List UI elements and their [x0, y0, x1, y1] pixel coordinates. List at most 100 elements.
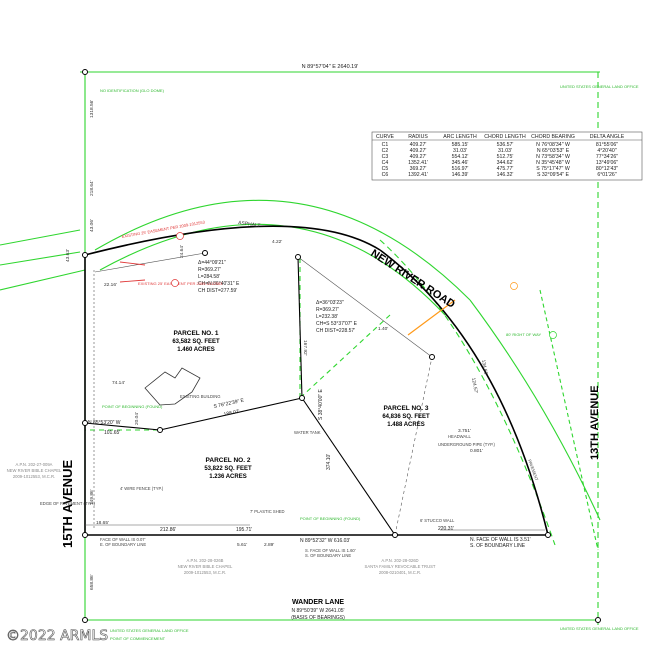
secondary-lines — [85, 252, 545, 536]
easement-b — [119, 279, 146, 283]
apn2-doc: 2009-1012553, M.C.R. — [184, 570, 226, 575]
curve-table-cell: N 76°08'34" W — [536, 142, 570, 148]
green-callouts: NO IDENTIFICATION (GLO DOME) UNITED STAT… — [100, 84, 639, 641]
chord-2 — [297, 256, 433, 358]
dim-0801: 0.801' — [470, 448, 483, 454]
curve-1-line: L=284.58' — [198, 274, 220, 280]
parcel-2-label: PARCEL NO. 2 53,822 SQ. FEET 1.236 ACRES — [204, 457, 252, 480]
adjoiners: A.P.N. 202-27-009A NEW RIVER BIBLE CHAPE… — [7, 462, 436, 575]
street-15th-avenue: 15TH AVENUE — [60, 460, 75, 548]
note-headwall: HEADWALL — [448, 434, 472, 439]
callout-row-width: 80' RIGHT OF WAY — [506, 332, 541, 337]
dim-16792: 167.92' — [302, 340, 308, 356]
apn3-owner: SANTA FAMILY REVOCABLE TRUST — [365, 564, 436, 569]
curve-1-line: R=369.27' — [198, 267, 221, 273]
apn3-doc: 2008-0210401, M.C.R. — [379, 570, 421, 575]
dim-7414: 74.14' — [112, 380, 125, 386]
curve-2-line: L=232.38' — [316, 314, 338, 320]
west-ext-c — [0, 269, 86, 291]
curve-table-cell: 409.27' — [410, 148, 427, 154]
curve-table-cell: C2 — [382, 148, 389, 154]
th-delta: DELTA ANGLE — [590, 134, 625, 140]
curve-table-cell: N 65°03'53" E — [537, 148, 570, 154]
curve-table-cell: 554.12' — [452, 154, 469, 160]
dimensions: 1318.56' 218.64' 43.06' 43.63' 22.16' 74… — [65, 100, 489, 590]
monument — [82, 69, 88, 75]
th-bearing: CHORD BEARING — [531, 134, 575, 140]
curve-1-line: CH DIST=277.59' — [198, 288, 237, 294]
curve-table-cell: 31.03' — [498, 148, 512, 154]
line-p1-east — [297, 256, 303, 399]
dim-14986: 149.86' — [89, 489, 95, 505]
apn3: A.P.N. 202-28-026D — [381, 558, 418, 563]
monument — [295, 254, 301, 260]
parcel-2-sqft: 53,822 SQ. FEET — [204, 466, 252, 472]
dim-2004: 20.04' — [134, 412, 140, 425]
monument — [157, 427, 163, 433]
street-wander-lane: WANDER LANE — [292, 599, 344, 606]
note-edge-pavement: EDGE OF PAVEMENT (TYP.) — [40, 501, 96, 506]
note-face-wall-w: FACE OF WALL IS 0.07' — [100, 537, 146, 542]
th-curve: CURVE — [376, 134, 395, 140]
curve-2-line: CH DIST=228.57' — [316, 328, 355, 334]
line-p1-p2 — [159, 397, 303, 431]
dim-422: 4.22' — [272, 239, 282, 245]
top-bearing: N 89°57'04" E 2640.19' — [302, 64, 359, 70]
note-existing-building: EXISTING BUILDING — [180, 394, 221, 399]
monument — [82, 420, 88, 426]
th-arc: ARC LENGTH — [443, 134, 477, 140]
curve-table-cell: 475.77' — [497, 166, 514, 172]
curve-table-cell: 31.03' — [453, 148, 467, 154]
boundary-east-curve — [379, 249, 549, 536]
curve-table-cell: C4 — [382, 160, 389, 166]
curve-1-line: Δ=44°09'21" — [198, 260, 226, 266]
dim-289: 2.89' — [264, 542, 274, 548]
parcel-3-sqft: 64,836 SQ. FEET — [382, 414, 430, 420]
existing-building — [144, 367, 201, 406]
easement-a — [119, 261, 146, 266]
curve-table-cell: N 35°45'48" W — [536, 160, 570, 166]
note-water-tank: WATER TANK — [294, 430, 321, 435]
line-west-seg — [84, 422, 161, 431]
parcel-2-acres: 1.236 ACRES — [209, 474, 246, 480]
face-wall: N. FACE OF WALL IS 3.51' — [470, 537, 531, 543]
monument — [202, 250, 208, 256]
dim-43: 43.06' — [89, 219, 95, 232]
bearing-p1-p2-len: 188.07' — [223, 409, 240, 418]
bearing-west-seg-len: 101.65' — [104, 430, 120, 436]
site-notes: EXISTING BUILDING WATER TANK 7' PLASTIC … — [40, 394, 540, 558]
bearing-west-seg: N 85°53'20" W — [88, 420, 121, 426]
curve-2-line: Δ=36°03'23" — [316, 300, 344, 306]
curve-table-cell: 146.32' — [497, 172, 514, 178]
monuments — [82, 69, 601, 623]
monument — [82, 532, 88, 538]
monument — [545, 532, 551, 538]
dim-561: 5.61' — [237, 542, 247, 548]
row-dedication-line — [407, 299, 456, 336]
curve-table: CURVE RADIUS ARC LENGTH CHORD LENGTH CHO… — [371, 131, 643, 181]
parcel-3-name: PARCEL NO. 3 — [384, 405, 429, 412]
curve-table-cell: 4°20'40" — [597, 148, 616, 154]
curve-table-cell: C5 — [382, 166, 389, 172]
dim-2464: 24.64' — [179, 245, 185, 258]
monument — [82, 252, 88, 258]
curve-2-line: CH=S 53°37'07" E — [316, 321, 358, 327]
row-line-a — [94, 199, 471, 301]
dim-bottom-a: 212.86' — [160, 527, 176, 533]
apn1: A.P.N. 202-27-009A — [16, 462, 53, 467]
row-line-c — [469, 299, 601, 521]
curve-1-data: Δ=44°09'21" R=369.27' L=284.58' CH=N 86°… — [198, 260, 240, 294]
curve-table-cell: 1392.41' — [408, 172, 428, 178]
monument — [392, 532, 398, 538]
callout-bubbles — [171, 232, 557, 339]
callout-glo-sw: UNITED STATES GENERAL LAND OFFICE — [110, 628, 189, 633]
dim-218: 218.64' — [89, 180, 95, 196]
face-wall-2: S. OF BOUNDARY LINE — [470, 543, 526, 549]
curve-table-header: CURVE RADIUS ARC LENGTH CHORD LENGTH CHO… — [376, 134, 625, 140]
bearing-wander: N 89°50'39" W 2641.05' — [292, 608, 345, 614]
monument — [82, 617, 88, 623]
curve-table-cell: S 32°09'54" E — [537, 172, 570, 178]
curve-table-cell: 6°01'26" — [597, 172, 616, 178]
curve-table-cell: 146.39' — [452, 172, 469, 178]
